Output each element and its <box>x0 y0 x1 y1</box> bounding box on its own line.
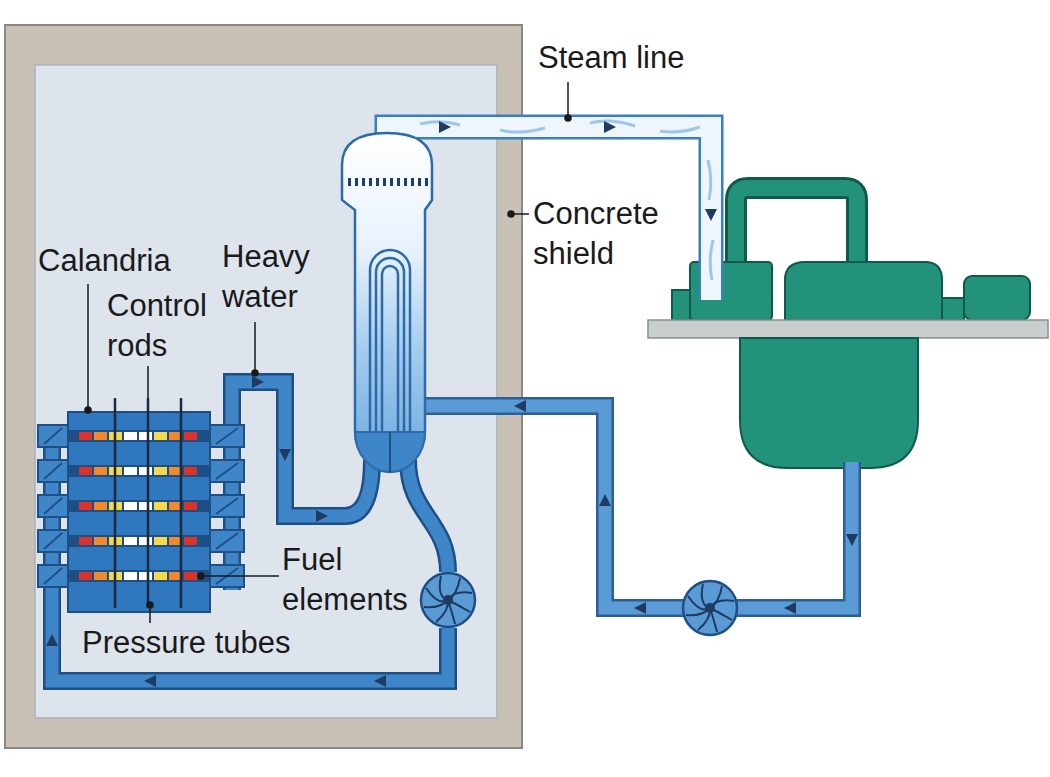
part-label: Fuel elements <box>280 540 410 620</box>
part-label: Steam line <box>536 38 686 78</box>
part-label: Heavy water <box>220 237 312 317</box>
calandria <box>38 398 244 612</box>
part-label: Concrete shield <box>531 194 661 274</box>
flow-arrow <box>46 121 858 687</box>
part-label: Control rods <box>105 286 209 366</box>
steam-generator <box>342 133 432 472</box>
steam-line-pipe <box>387 121 713 300</box>
leader-line <box>85 82 571 623</box>
feedwater-pipe <box>420 406 852 635</box>
part-label: Calandria <box>36 241 173 281</box>
part-label: Pressure tubes <box>80 623 293 663</box>
